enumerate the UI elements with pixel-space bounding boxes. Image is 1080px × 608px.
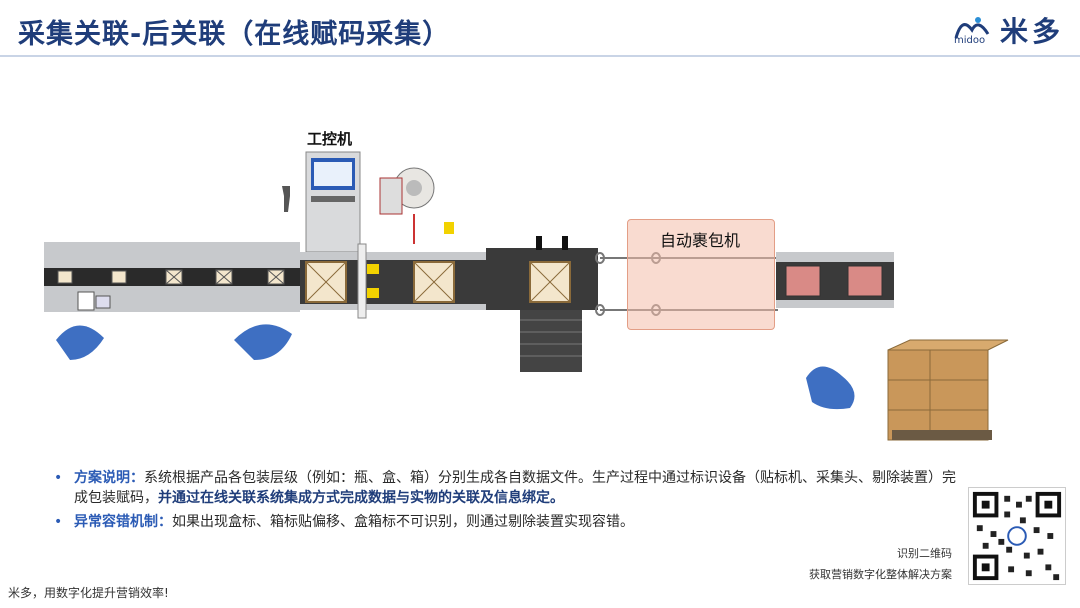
worker-icon-3 (806, 366, 855, 410)
lower-conveyor (520, 310, 582, 372)
header-divider (0, 55, 1080, 57)
logo-subtext: midoo (954, 35, 986, 46)
bullet-solution: • 方案说明：系统根据产品各包装层级（例如：瓶、盒、箱）分别生成各自数据文件。生… (48, 468, 968, 508)
production-line-diagram (44, 151, 1009, 441)
bullet-dot-icon: • (54, 470, 63, 486)
midoo-logo-icon (954, 17, 990, 39)
reject-gate (357, 243, 367, 319)
left-conveyor-boxes (57, 269, 285, 285)
wrapped-pack-2 (847, 265, 883, 297)
wrapped-pack-1 (785, 265, 821, 297)
middle-conveyor-cartons (305, 261, 455, 303)
bullet-key: 异常容错机制： (74, 514, 172, 530)
bullet-dot-icon: • (54, 514, 63, 530)
sensor-lower (367, 288, 379, 298)
pallet-boxes (887, 339, 1009, 441)
bullet-text: 如果出现盒标、箱标贴偏移、盒箱标不可识别，则通过剔除装置实现容错。 (172, 514, 634, 530)
industrial-pc-label: 工控机 (307, 130, 353, 148)
qr-code-icon[interactable] (968, 487, 1066, 585)
footer-slogan: 米多，用数字化提升营销效率! (8, 586, 169, 600)
camera-head (444, 222, 454, 234)
worker-icon-2 (234, 324, 292, 360)
wrap-machine-zone (627, 219, 775, 330)
page-title: 采集关联-后关联（在线赋码采集） (18, 19, 451, 50)
logo-text: 米多 (1000, 15, 1065, 48)
bullet-bold-text: 并通过在线关联系统集成方式完成数据与实物的关联及信息绑定。 (158, 490, 564, 506)
sensor-upper (367, 264, 379, 274)
industrial-pc (305, 151, 361, 253)
qr-caption-line1: 识别二维码 (897, 547, 952, 560)
description-bullets: • 方案说明：系统根据产品各包装层级（例如：瓶、盒、箱）分别生成各自数据文件。生… (48, 468, 968, 532)
control-panel (77, 291, 95, 311)
bullet-fault-tolerance: • 异常容错机制：如果出现盒标、箱标贴偏移、盒箱标不可识别，则通过剔除装置实现容… (48, 512, 968, 532)
keypad (95, 295, 111, 309)
labeling-machine (379, 167, 435, 244)
barcode-scanner-icon (282, 186, 290, 212)
bullet-text: 系统根据产品各包装层级（例如：瓶、盒、箱）分别生成各自数据文件。生产过程中通过标… (74, 470, 956, 506)
wrap-machine-label: 自动裹包机 (660, 231, 741, 250)
bullet-key: 方案说明： (74, 470, 144, 486)
worker-icon-1 (56, 325, 104, 360)
qr-caption-line2: 获取营销数字化整体解决方案 (809, 568, 952, 581)
